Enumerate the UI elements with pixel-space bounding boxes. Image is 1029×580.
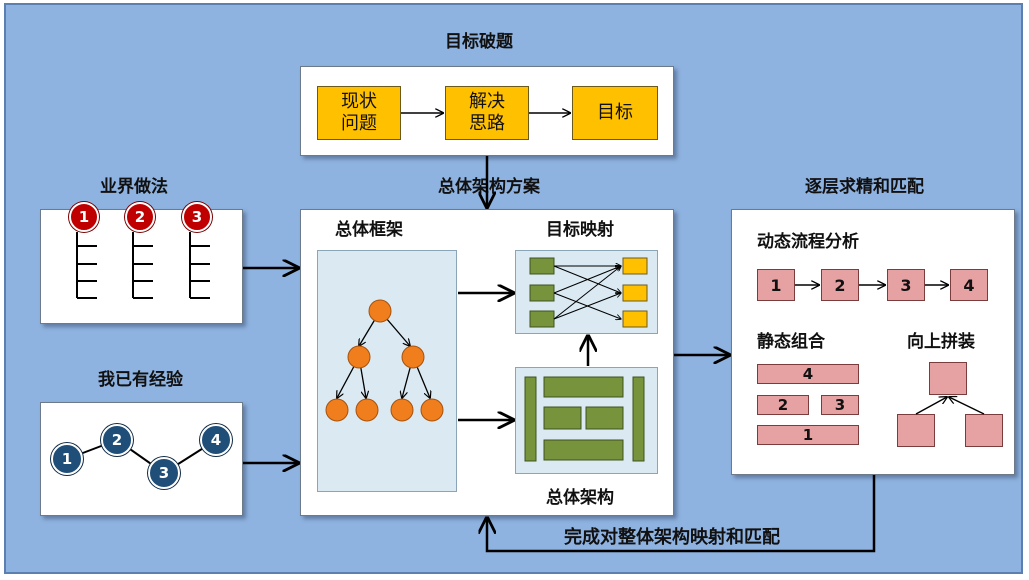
static-title: 静态组合 [757, 332, 825, 352]
experience-node-3: 3 [148, 457, 180, 489]
industry-marker-2: 2 [125, 202, 155, 232]
feedback-loop-arrow [487, 475, 876, 553]
assemble-title: 向上拼装 [907, 332, 975, 352]
architecture-blocks [524, 376, 645, 462]
experience-node-1: 1 [51, 443, 83, 475]
experience-title: 我已有经验 [98, 370, 183, 390]
static-block-left: 2 [757, 395, 809, 415]
goal-step-current-problem: 现状 问题 [317, 86, 401, 140]
industry-marker-1: 1 [69, 202, 99, 232]
architecture-title: 总体架构 [546, 488, 614, 508]
dynamic-step-2: 2 [821, 269, 859, 301]
industry-title: 业界做法 [100, 177, 168, 197]
dynamic-step-3: 3 [887, 269, 925, 301]
goal-step-target: 目标 [572, 86, 658, 140]
experience-graph-edges [66, 439, 217, 474]
goal-step-solution-idea: 解决 思路 [445, 86, 529, 140]
mapping-left-blocks [529, 257, 555, 328]
experience-node-4: 4 [200, 424, 232, 456]
static-block-top: 4 [757, 364, 859, 384]
goal-title: 目标破题 [445, 32, 513, 52]
assemble-arrows [915, 397, 985, 415]
refine-title: 逐层求精和匹配 [805, 177, 924, 197]
mapping-right-blocks [622, 257, 648, 328]
framework-tree-nodes [325, 299, 444, 422]
industry-marker-3: 3 [182, 202, 212, 232]
feedback-label: 完成对整体架构映射和匹配 [564, 527, 780, 548]
assemble-parent-block [929, 362, 967, 395]
assemble-left-block [897, 414, 935, 447]
assemble-right-block [965, 414, 1003, 447]
dynamic-step-1: 1 [757, 269, 795, 301]
framework-title: 总体框架 [335, 220, 403, 240]
mapping-title: 目标映射 [546, 220, 614, 240]
experience-node-2: 2 [101, 424, 133, 456]
dynamic-step-4: 4 [950, 269, 988, 301]
mapping-cross-arrows [553, 266, 621, 319]
framework-box [317, 250, 457, 492]
overall-title: 总体架构方案 [438, 177, 540, 197]
dynamic-title: 动态流程分析 [757, 232, 859, 252]
industry-tree-lines [76, 232, 210, 299]
static-block-right: 3 [821, 395, 859, 415]
static-block-bottom: 1 [757, 425, 859, 445]
